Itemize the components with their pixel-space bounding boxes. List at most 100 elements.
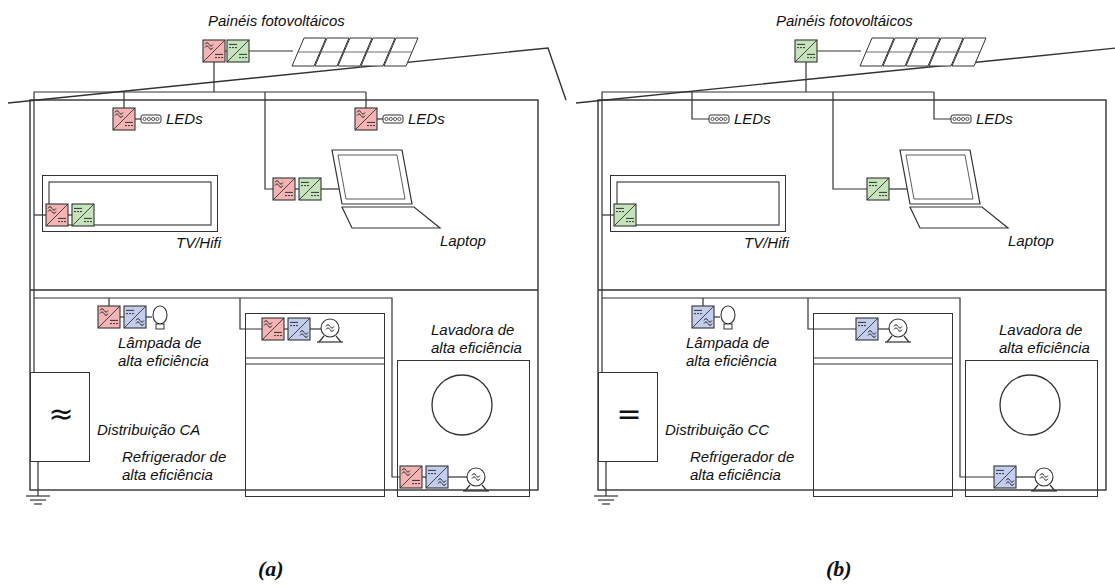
dc-symbol [110, 323, 118, 324]
ac-symbol [136, 319, 144, 326]
motor-symbol [467, 468, 485, 486]
laptop-label: Laptop [1008, 232, 1054, 250]
converter-box [614, 204, 636, 226]
ac-symbol [205, 43, 213, 50]
ac-symbol [868, 331, 876, 338]
ac-symbol [704, 319, 712, 326]
dc-symbol [869, 185, 877, 186]
laptop-screen-inner [338, 155, 405, 199]
distribution-symbol: ≈ [48, 399, 73, 429]
ac-symbol [275, 181, 283, 188]
converter-diagonal [299, 178, 321, 200]
distribution-label: Distribuição CC [665, 421, 769, 439]
dc-symbol [125, 122, 133, 123]
lamp-wire [702, 298, 703, 306]
converter-diagonal [426, 466, 448, 488]
converter-diagonal [614, 204, 636, 226]
dc-symbol [239, 54, 247, 55]
converter-diagonal [262, 318, 284, 340]
dc-symbol [996, 470, 1004, 471]
dc-symbol [616, 211, 624, 212]
lamp-bulb [153, 306, 167, 324]
motor-base [1031, 490, 1057, 491]
led-dot [156, 117, 159, 120]
pv-wire [249, 50, 293, 51]
distribution-box: ≈Distribuição CA [30, 372, 90, 462]
wire [714, 316, 720, 317]
converter-diagonal [98, 306, 120, 328]
dc-symbol [285, 195, 293, 196]
motor-symbol [321, 319, 339, 337]
wire [213, 62, 214, 92]
led-strip [383, 115, 403, 123]
converter-box [72, 204, 94, 226]
pv-panel [384, 38, 418, 66]
converter-box [288, 318, 310, 340]
converter-diagonal [994, 466, 1016, 488]
converter-diagonal [795, 40, 817, 62]
led-dot [724, 117, 727, 120]
ac-symbol [48, 207, 56, 214]
panel-label: Painéis fotovoltáicos [208, 12, 345, 30]
wire [265, 92, 273, 189]
motor-base [465, 485, 470, 491]
ac-symbol [115, 111, 123, 118]
dc-symbol [428, 470, 436, 471]
dc-symbol [74, 211, 82, 212]
converter-diagonal [113, 108, 135, 130]
lamp-wire [108, 298, 109, 306]
pv-cell-line [367, 52, 389, 53]
wire [310, 328, 321, 329]
ac-symbol [894, 325, 902, 332]
dc-symbol [311, 195, 319, 196]
dc-symbol [869, 182, 877, 183]
converter-diagonal [72, 204, 94, 226]
led-dot [720, 117, 723, 120]
ac-symbol [326, 325, 334, 332]
dc-symbol [126, 310, 134, 311]
fridge-divider [813, 363, 953, 364]
led-label: LEDs [976, 110, 1013, 128]
house-wall [30, 100, 538, 490]
dc-symbol [229, 47, 237, 48]
ground-symbol [34, 503, 42, 504]
motor-base [1033, 485, 1038, 491]
dc-symbol [626, 221, 634, 222]
led-label: LEDs [734, 110, 771, 128]
dc-symbol [84, 218, 92, 219]
motor-base [319, 336, 324, 342]
wire [934, 92, 951, 119]
converter-box [46, 204, 68, 226]
ac-symbol [1040, 474, 1048, 481]
motor-base [317, 341, 343, 342]
wire [422, 476, 426, 477]
dc-symbol [694, 310, 702, 311]
laptop-label: Laptop [440, 232, 486, 250]
converter-box [355, 108, 377, 130]
ground-symbol [594, 495, 618, 496]
converter-diagonal [400, 466, 422, 488]
converter-diagonal [227, 40, 249, 62]
wire [805, 62, 806, 92]
dc-symbol [807, 57, 815, 58]
pv-cell-line [390, 52, 412, 53]
fridge-box: Refrigerador de alta eficiência [813, 313, 953, 497]
appliance-label: TV/Hifi [744, 234, 789, 252]
upper-bus [602, 92, 934, 372]
led-strip [141, 115, 161, 123]
fridge-divider [813, 357, 953, 358]
wire [284, 328, 288, 329]
converter-diagonal [867, 178, 889, 200]
subfigure-caption: (b) [826, 556, 852, 582]
dc-symbol [797, 47, 805, 48]
converter-box [203, 40, 225, 62]
panel-label: Painéis fotovoltáicos [776, 12, 913, 30]
pv-cell-line [321, 52, 343, 53]
dc-symbol [215, 54, 223, 55]
led-dot [711, 117, 714, 120]
lamp-label: Lâmpada de alta eficiência [686, 334, 790, 370]
dc-symbol [301, 185, 309, 186]
pv-cell-line [298, 52, 320, 53]
dc-symbol [616, 208, 624, 209]
